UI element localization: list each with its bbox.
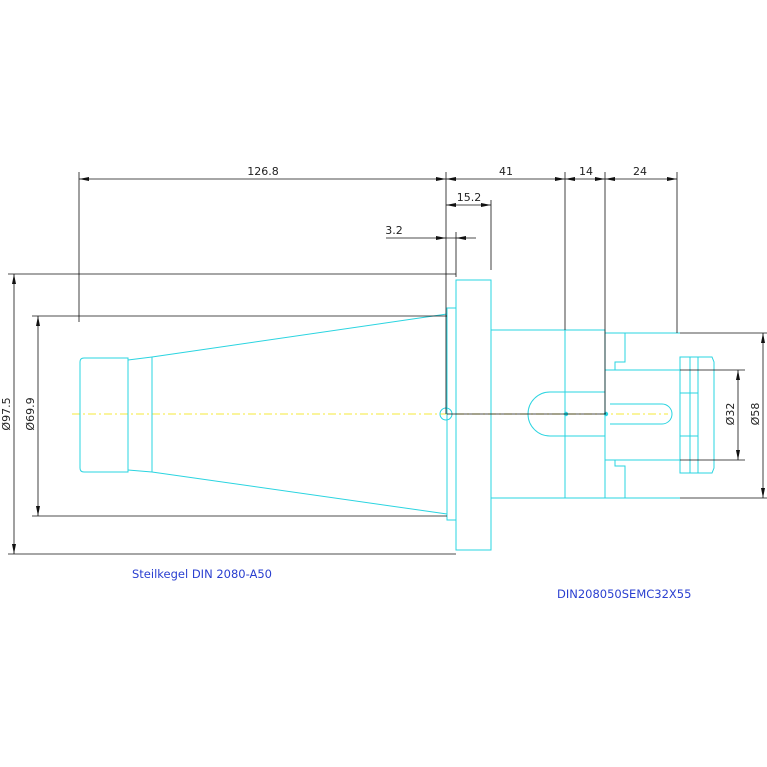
dim-length-collar: 14 xyxy=(579,165,593,178)
caption-part-number: DIN208050SEMC32X55 xyxy=(557,587,691,601)
clamping-nut xyxy=(605,369,681,461)
dim-flange-width: 15.2 xyxy=(457,191,482,204)
dim-length-taper: 126.8 xyxy=(247,165,279,178)
flange xyxy=(446,279,566,551)
dim-dia-flange: Ø97.5 xyxy=(0,397,13,430)
dim-length-body: 41 xyxy=(499,165,513,178)
dim-dia-body: Ø58 xyxy=(749,403,762,426)
taper-lower-edge xyxy=(151,471,448,515)
dim-dia-taper: Ø69.9 xyxy=(24,397,37,430)
taper-upper-edge xyxy=(151,313,448,358)
dimension-lines xyxy=(8,172,767,555)
part-outline xyxy=(79,279,715,551)
taper-end-cylinder xyxy=(79,357,129,473)
dim-flange-offset: 3.2 xyxy=(385,224,403,237)
dim-length-nut: 24 xyxy=(633,165,647,178)
dim-dia-bore: Ø32 xyxy=(724,403,737,426)
caption-taper-standard: Steilkegel DIN 2080-A50 xyxy=(132,567,272,581)
